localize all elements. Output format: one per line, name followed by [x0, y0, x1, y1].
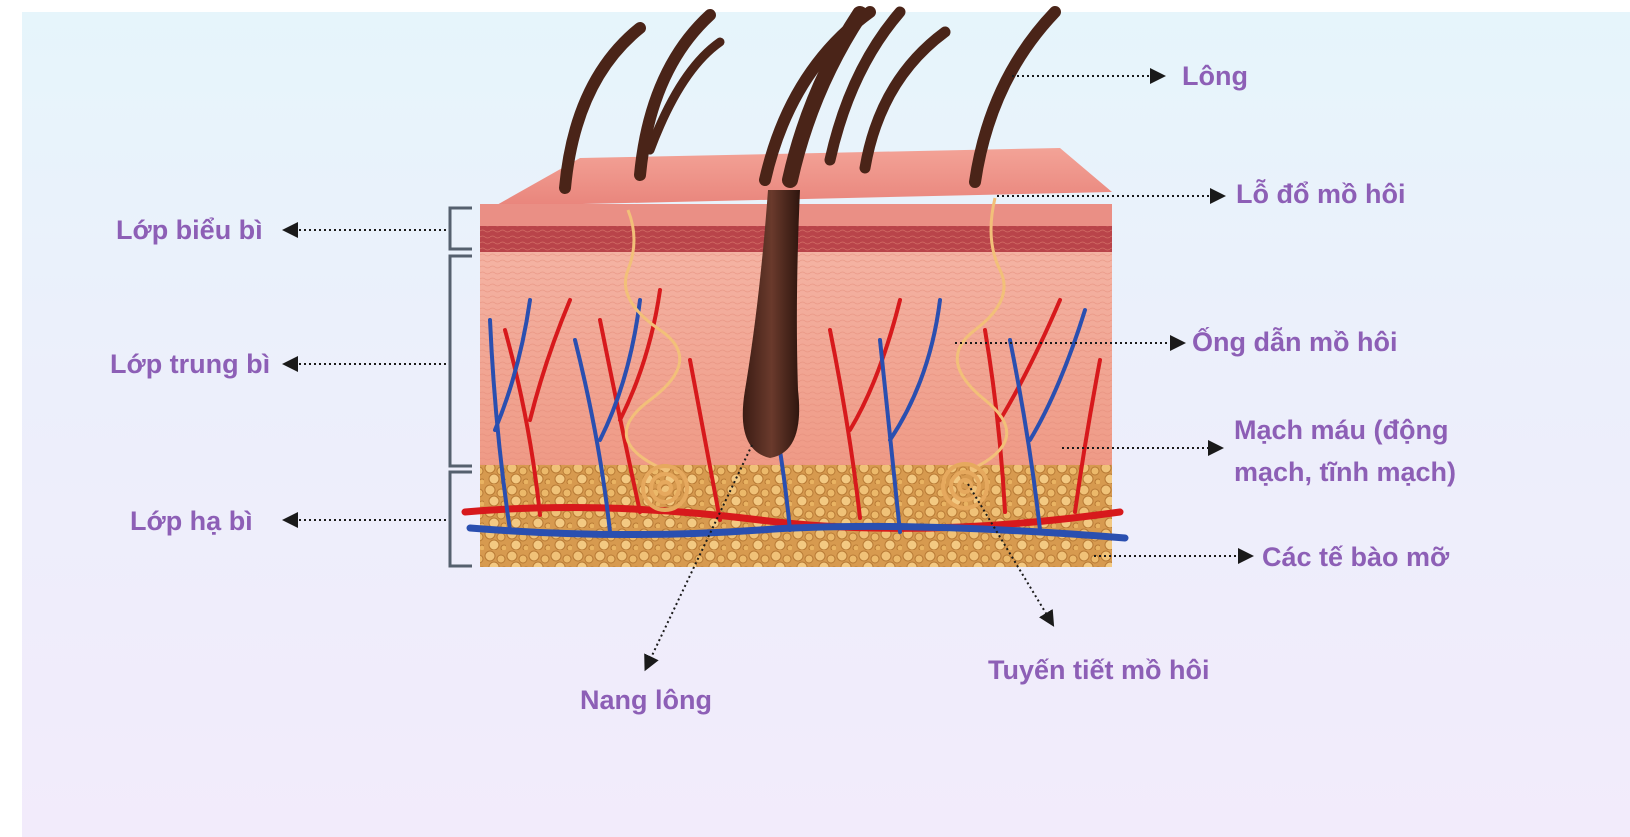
label-sweat-duct: Ống dẫn mồ hôi [1192, 322, 1397, 362]
label-blood-vessels-line2: mạch, tĩnh mạch) [1234, 452, 1456, 492]
epidermis-bracket [450, 208, 472, 249]
label-hair: Lông [1182, 56, 1248, 96]
hypodermis-bracket [450, 472, 472, 566]
dermis-bracket [450, 256, 472, 466]
label-blood-vessels-line1: Mạch máu (động [1234, 410, 1449, 450]
label-hair-follicle: Nang lông [580, 680, 712, 720]
label-sweat-pore: Lỗ đổ mồ hôi [1236, 174, 1405, 214]
label-hypodermis: Lớp hạ bì [130, 501, 253, 541]
label-epidermis: Lớp biểu bì [116, 210, 263, 250]
label-fat-cells: Các tế bào mỡ [1262, 537, 1449, 577]
label-dermis: Lớp trung bì [110, 344, 270, 384]
label-sweat-gland: Tuyến tiết mồ hôi [988, 650, 1210, 690]
hypodermis-layer [480, 465, 1112, 567]
